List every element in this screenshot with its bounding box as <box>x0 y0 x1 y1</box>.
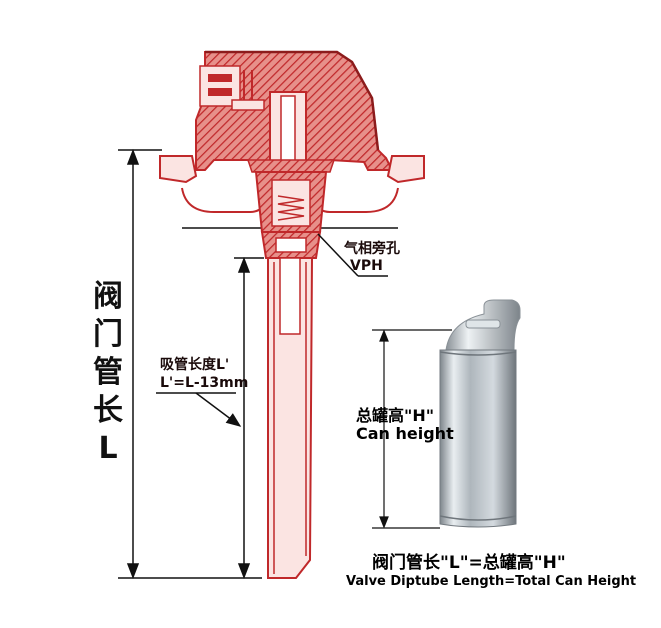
valve-length-char-5: L <box>98 431 118 466</box>
vph-leader <box>317 233 388 277</box>
valve-actuator <box>195 50 394 171</box>
valve-length-char-2: 门 <box>93 317 123 352</box>
equation-label-cn: 阀门管长"L"=总罐高"H" <box>372 553 566 573</box>
valve-length-label: 阀 门 管 长 L <box>86 278 130 468</box>
diptube-formula-label: L'=L-13mm <box>160 375 249 391</box>
valve-length-char-1: 阀 <box>93 279 123 314</box>
can-height-label-en: Can height <box>356 424 454 443</box>
vph-label-cn: 气相旁孔 <box>344 241 400 257</box>
valve-length-char-3: 管 <box>93 355 123 390</box>
can-height-dimension <box>372 329 452 529</box>
valve-stem-housing <box>246 91 336 259</box>
can-height-label-cn: 总罐高"H" <box>356 406 435 425</box>
diptube-length-dimension <box>234 256 264 580</box>
equation-label-en: Valve Diptube Length=Total Can Height <box>346 574 637 589</box>
valve-length-char-4: 长 <box>93 393 123 428</box>
diptube-leader <box>156 392 242 427</box>
valve-length-dimension <box>118 148 262 580</box>
aerosol-can <box>439 299 521 528</box>
dip-tube <box>267 257 314 579</box>
vph-label-en: VPH <box>350 258 383 274</box>
diptube-length-label: 吸管长度L' <box>160 357 230 373</box>
